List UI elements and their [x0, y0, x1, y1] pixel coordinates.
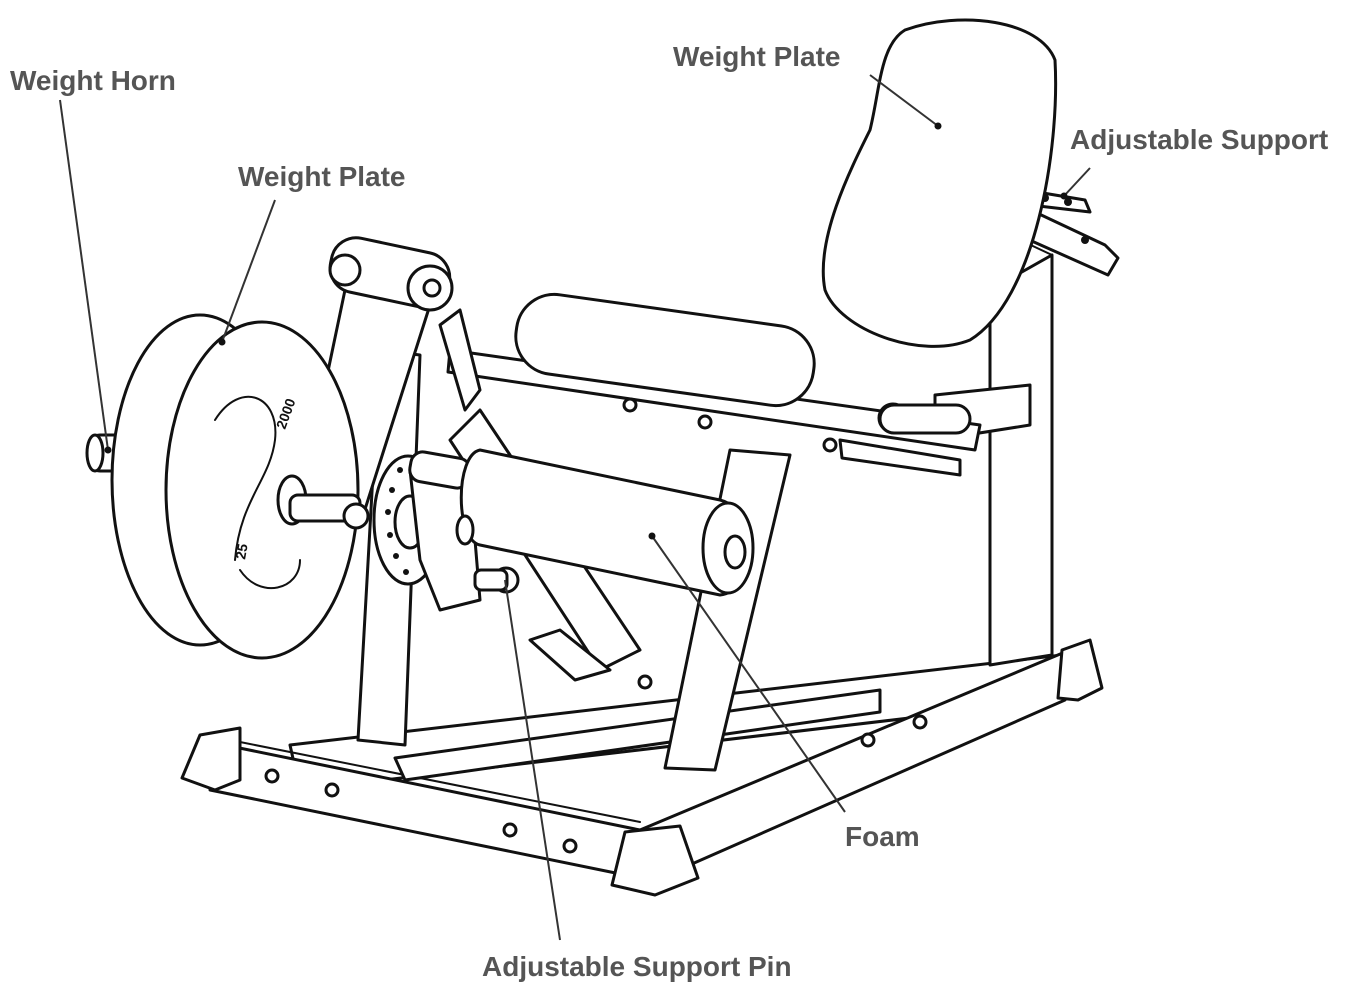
- leader-weight-plate-top: [869, 74, 939, 127]
- label-adjustable-support: Adjustable Support: [1070, 124, 1328, 155]
- label-weight-plate-left: Weight Plate: [238, 161, 406, 192]
- leader-lines: [59, 74, 1091, 941]
- leader-weight-horn: [59, 99, 109, 451]
- base-frame: [180, 638, 1104, 897]
- leader-adjustable-support-pin: [504, 579, 561, 941]
- label-foam: Foam: [845, 821, 920, 852]
- leader-weight-plate-left: [221, 199, 276, 343]
- leader-foam: [651, 535, 846, 813]
- callout-labels: Weight Horn Weight Plate Weight Plate Ad…: [10, 41, 1328, 982]
- label-adjustable-support-pin: Adjustable Support Pin: [482, 951, 792, 982]
- label-weight-plate-top: Weight Plate: [673, 41, 841, 72]
- seat-roller: [446, 292, 982, 477]
- leader-adjustable-support: [1063, 167, 1091, 197]
- weight-plates: 2000 25: [110, 313, 370, 660]
- foam-roller: [408, 448, 755, 597]
- label-weight-horn: Weight Horn: [10, 65, 176, 96]
- backrest-pad: [821, 18, 1058, 348]
- svg-text:25: 25: [232, 542, 250, 560]
